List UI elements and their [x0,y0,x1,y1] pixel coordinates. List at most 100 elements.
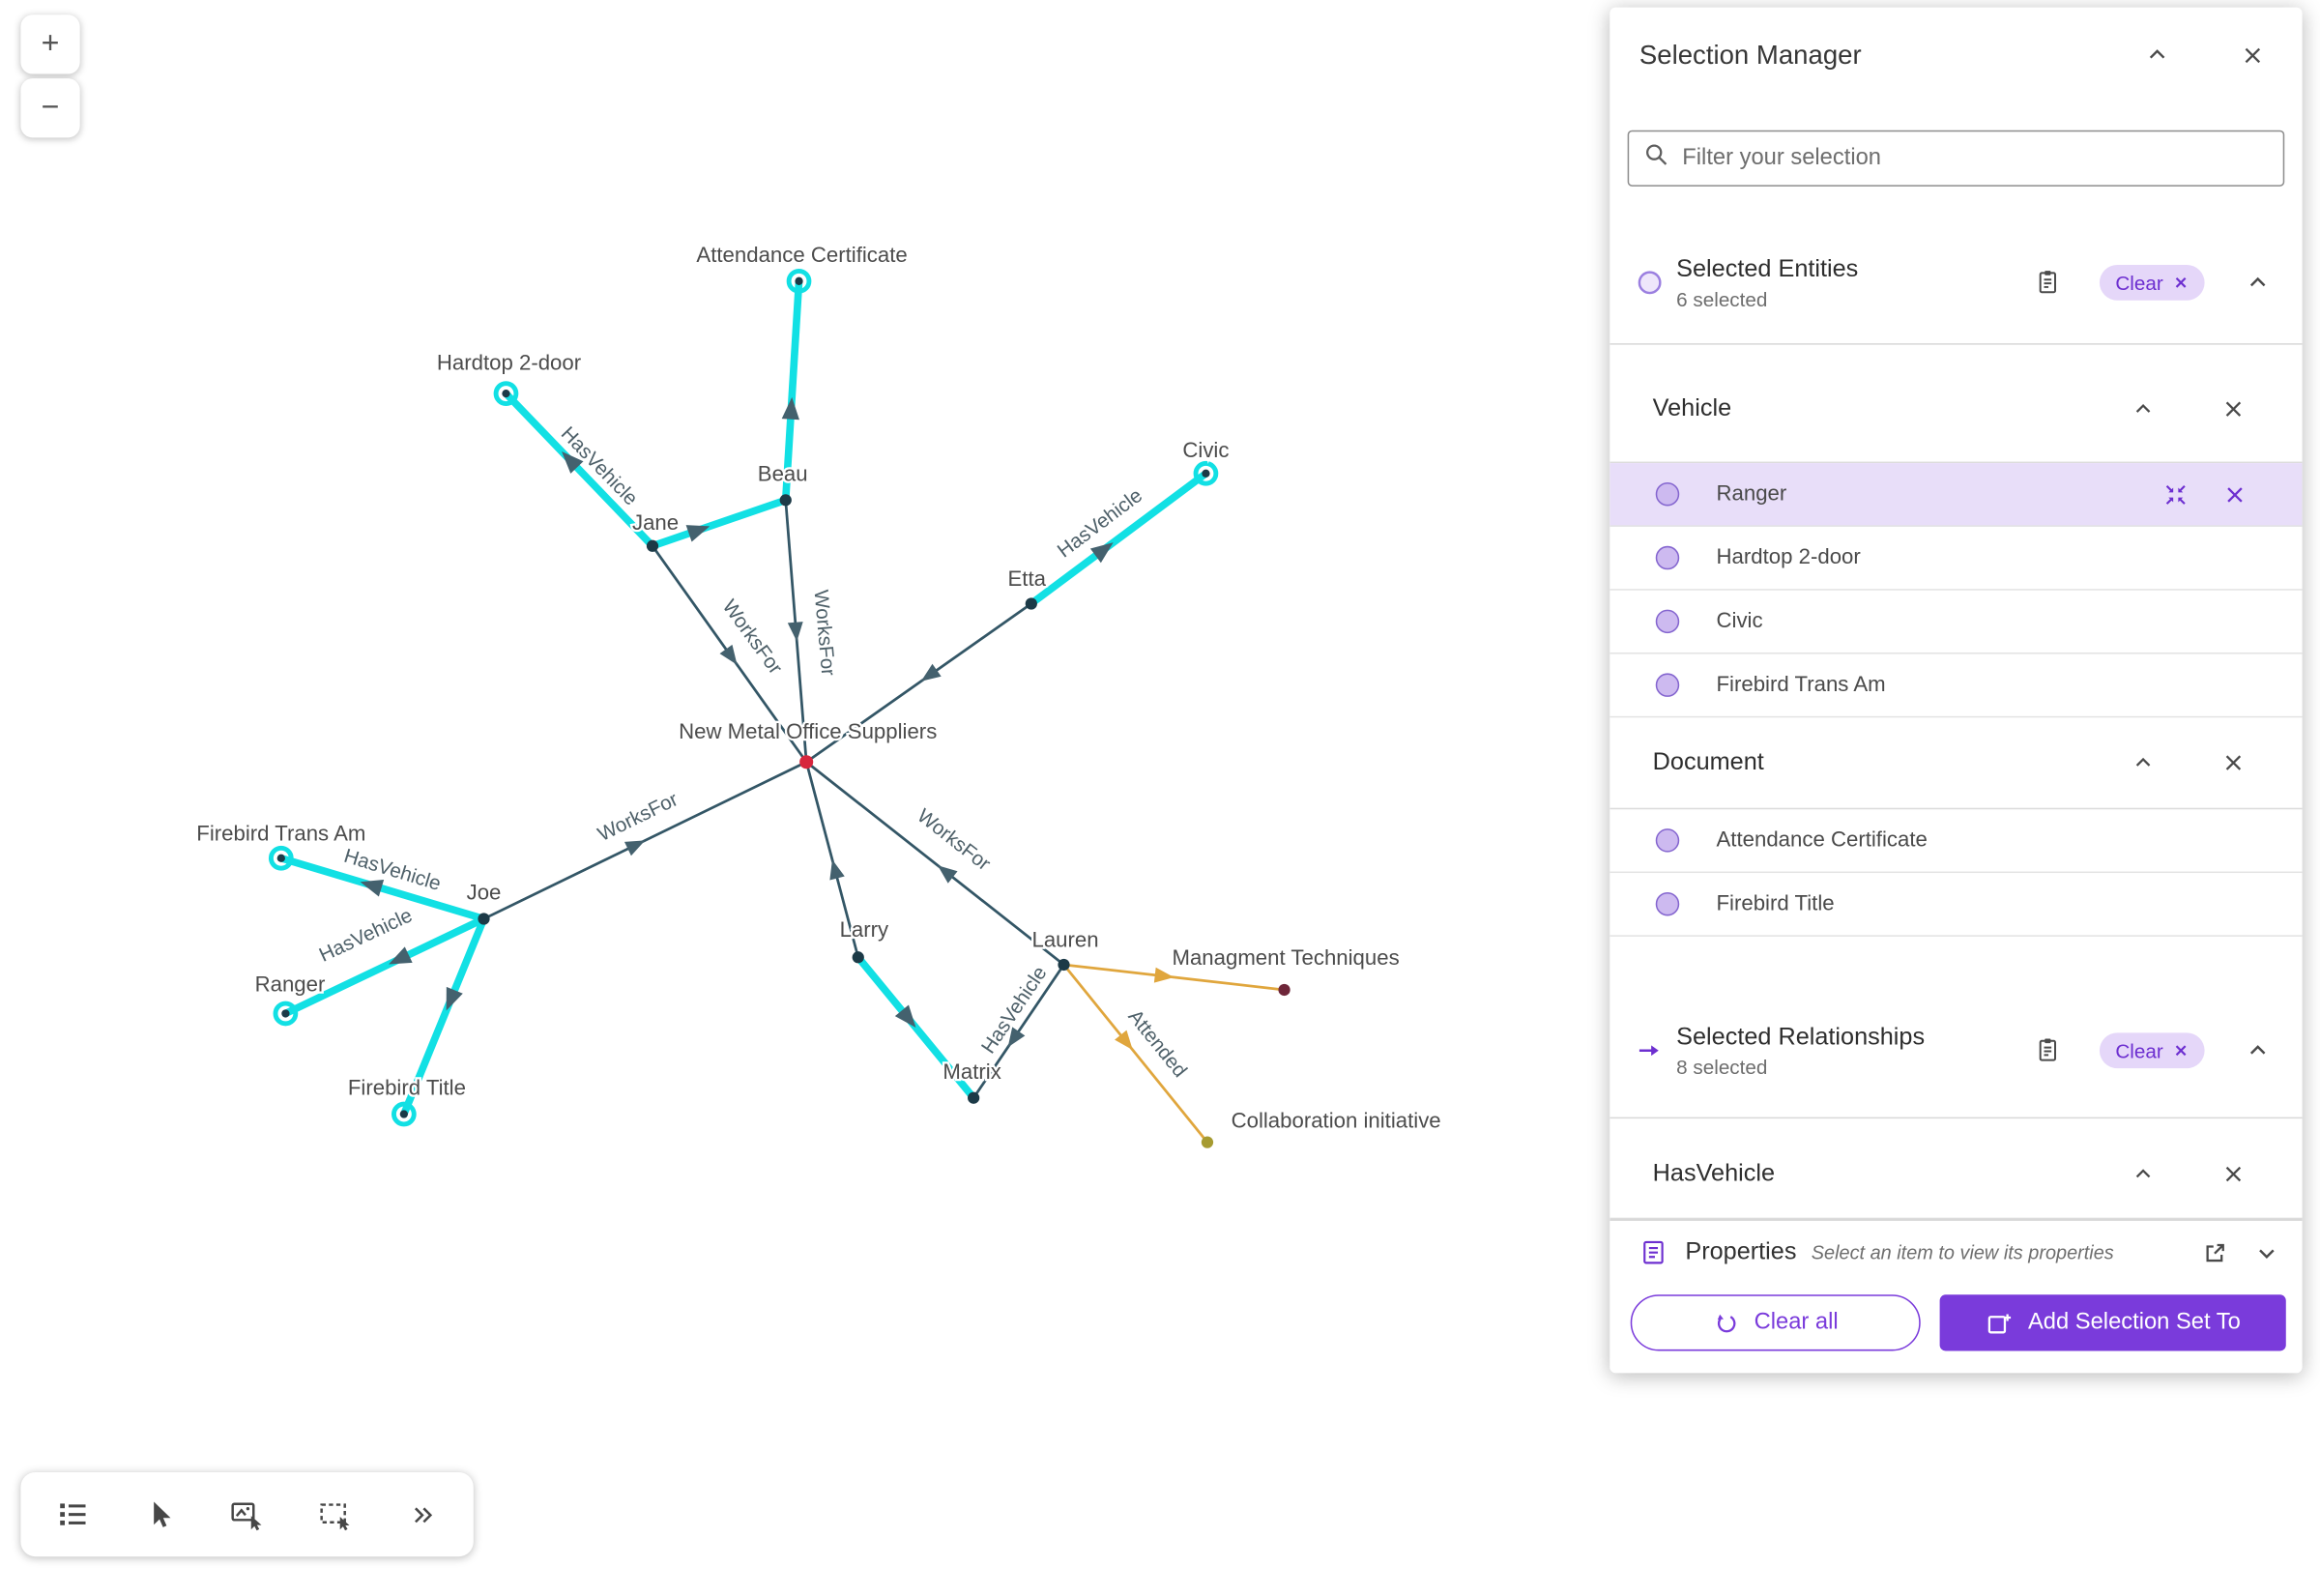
add-selection-icon [1987,1313,2011,1333]
node-firebird-title-core [399,1110,408,1118]
edge-beau-attendance-certificate[interactable] [781,276,803,505]
edge-arrow-icon [781,396,799,421]
close-panel-button[interactable] [2239,41,2267,69]
collapse-group-button[interactable] [2130,1160,2158,1188]
edge-lauren-matrix[interactable] [972,964,1065,1099]
node-matrix[interactable] [968,1091,980,1104]
remove-group-button[interactable] [2219,748,2248,776]
edge-arrow-icon [389,946,413,965]
remove-group-button[interactable] [2219,1160,2248,1188]
clear-entities-button[interactable]: Clear [2099,264,2205,301]
clipboard-icon [2039,1038,2056,1061]
edge-joe-new-metal-office-suppliers[interactable] [482,761,807,920]
node-hardtop-2-door[interactable] [493,381,519,406]
collapse-relationships-button[interactable] [2243,1035,2273,1065]
entity-row-civic[interactable]: Civic [1610,591,2303,654]
edge-etta-new-metal-office-suppliers[interactable] [805,602,1032,764]
edge-joe-firebird-title[interactable] [400,914,488,1118]
collapse-entities-button[interactable] [2243,268,2273,298]
node-firebird-title[interactable] [391,1101,417,1127]
node-etta[interactable] [1025,597,1037,610]
edge-arrow-icon [624,840,646,856]
edge-arrow-icon [1007,1027,1026,1048]
group-header-hasvehicle: HasVehicle [1610,1130,2303,1220]
clear-relationships-button[interactable]: Clear [2099,1032,2205,1069]
entity-row-attendance-certificate[interactable]: Attendance Certificate [1610,809,2303,874]
pointer-select-icon[interactable] [129,1483,190,1545]
edge-arrow-icon [1115,1030,1133,1051]
node-civic[interactable] [1193,460,1219,486]
collapse-group-button[interactable] [2130,395,2158,423]
node-label: Ranger [255,972,326,997]
node-attendance-certificate[interactable] [786,268,812,294]
legend-list-icon[interactable] [42,1483,103,1545]
edge-lauren-collaboration-initiative[interactable] [1062,964,1209,1144]
node-firebird-trans-am[interactable] [268,845,294,871]
properties-title: Properties [1685,1238,1797,1265]
remove-group-button[interactable] [2219,395,2248,423]
select-features-icon[interactable] [216,1483,277,1545]
add-selection-set-button[interactable]: Add Selection Set To [1939,1294,2286,1351]
clear-all-button[interactable]: Clear all [1630,1294,1921,1351]
edge-jane-beau[interactable] [649,496,790,550]
edge-arrow-icon [562,451,584,474]
node-larry[interactable] [852,951,864,964]
entity-circle-icon [1655,673,1680,697]
filter-box [1627,130,2285,187]
node-new-metal-office-suppliers[interactable] [799,755,814,769]
zoom-in-button[interactable]: + [20,15,80,74]
copy-relationships-button[interactable] [2031,1034,2064,1067]
copy-entities-button[interactable] [2031,267,2064,300]
spacer [1610,937,2302,1004]
node-hardtop-2-door-core [502,390,510,398]
edge-joe-firebird-trans-am[interactable] [276,854,488,923]
properties-bar[interactable]: Properties Select an item to view its pr… [1610,1219,2303,1285]
node-label: Managment Techniques [1172,945,1399,970]
close-icon [2175,276,2187,288]
external-link-icon [2206,1243,2224,1262]
properties-hint: Select an item to view its properties [1811,1241,2114,1264]
relationships-title: Selected Relationships [1676,1023,1926,1050]
chevron-up-icon [2149,49,2165,59]
zoom-to-entity-button[interactable] [2160,479,2191,509]
node-joe[interactable] [478,913,490,925]
node-label: Beau [758,461,808,485]
edge-arrow-icon [829,859,845,881]
close-icon [2175,1045,2187,1057]
search-icon [1643,142,1668,175]
deselect-entity-button[interactable] [2220,480,2248,508]
zoom-out-button[interactable]: − [20,78,80,138]
entity-circle-icon [1655,481,1680,507]
collapse-group-button[interactable] [2130,748,2158,776]
edge-label: HasVehicle [977,963,1052,1059]
open-properties-window-button[interactable] [2198,1236,2231,1269]
node-managment-techniques[interactable] [1278,983,1290,997]
edge-larry-new-metal-office-suppliers[interactable] [804,761,860,958]
edge-larry-matrix[interactable] [854,953,977,1102]
entity-row-firebird-trans-am[interactable]: Firebird Trans Am [1610,654,2303,718]
node-label: Jane [632,510,679,535]
section-text: Selected Relationships 8 selected [1676,1023,2031,1078]
edge-arrow-icon [1089,542,1114,564]
collapse-panel-button[interactable] [2142,40,2172,70]
entity-row-firebird-title[interactable]: Firebird Title [1610,873,2303,937]
chevron-up-icon [2135,757,2151,767]
node-jane[interactable] [646,539,659,552]
expand-properties-button[interactable] [2252,1237,2282,1267]
rectangle-select-icon[interactable] [303,1483,364,1545]
edge-joe-ranger[interactable] [281,914,488,1018]
edge-lauren-managment-techniques[interactable] [1063,963,1285,992]
node-ranger[interactable] [273,1001,299,1027]
entity-row-ranger[interactable]: Ranger [1610,463,2303,527]
node-collaboration-initiative[interactable] [1201,1136,1214,1148]
more-tools-icon[interactable] [390,1483,451,1545]
filter-selection-input[interactable] [1682,144,2269,172]
entity-row-hardtop-2-door[interactable]: Hardtop 2-door [1610,527,2303,591]
panel-header: Selection Manager [1610,8,2302,102]
edge-etta-civic[interactable] [1028,469,1210,608]
node-beau[interactable] [779,494,792,507]
node-lauren[interactable] [1058,958,1070,972]
edge-lauren-new-metal-office-suppliers[interactable] [805,761,1065,967]
edge-jane-hardtop-2-door[interactable] [502,390,656,550]
